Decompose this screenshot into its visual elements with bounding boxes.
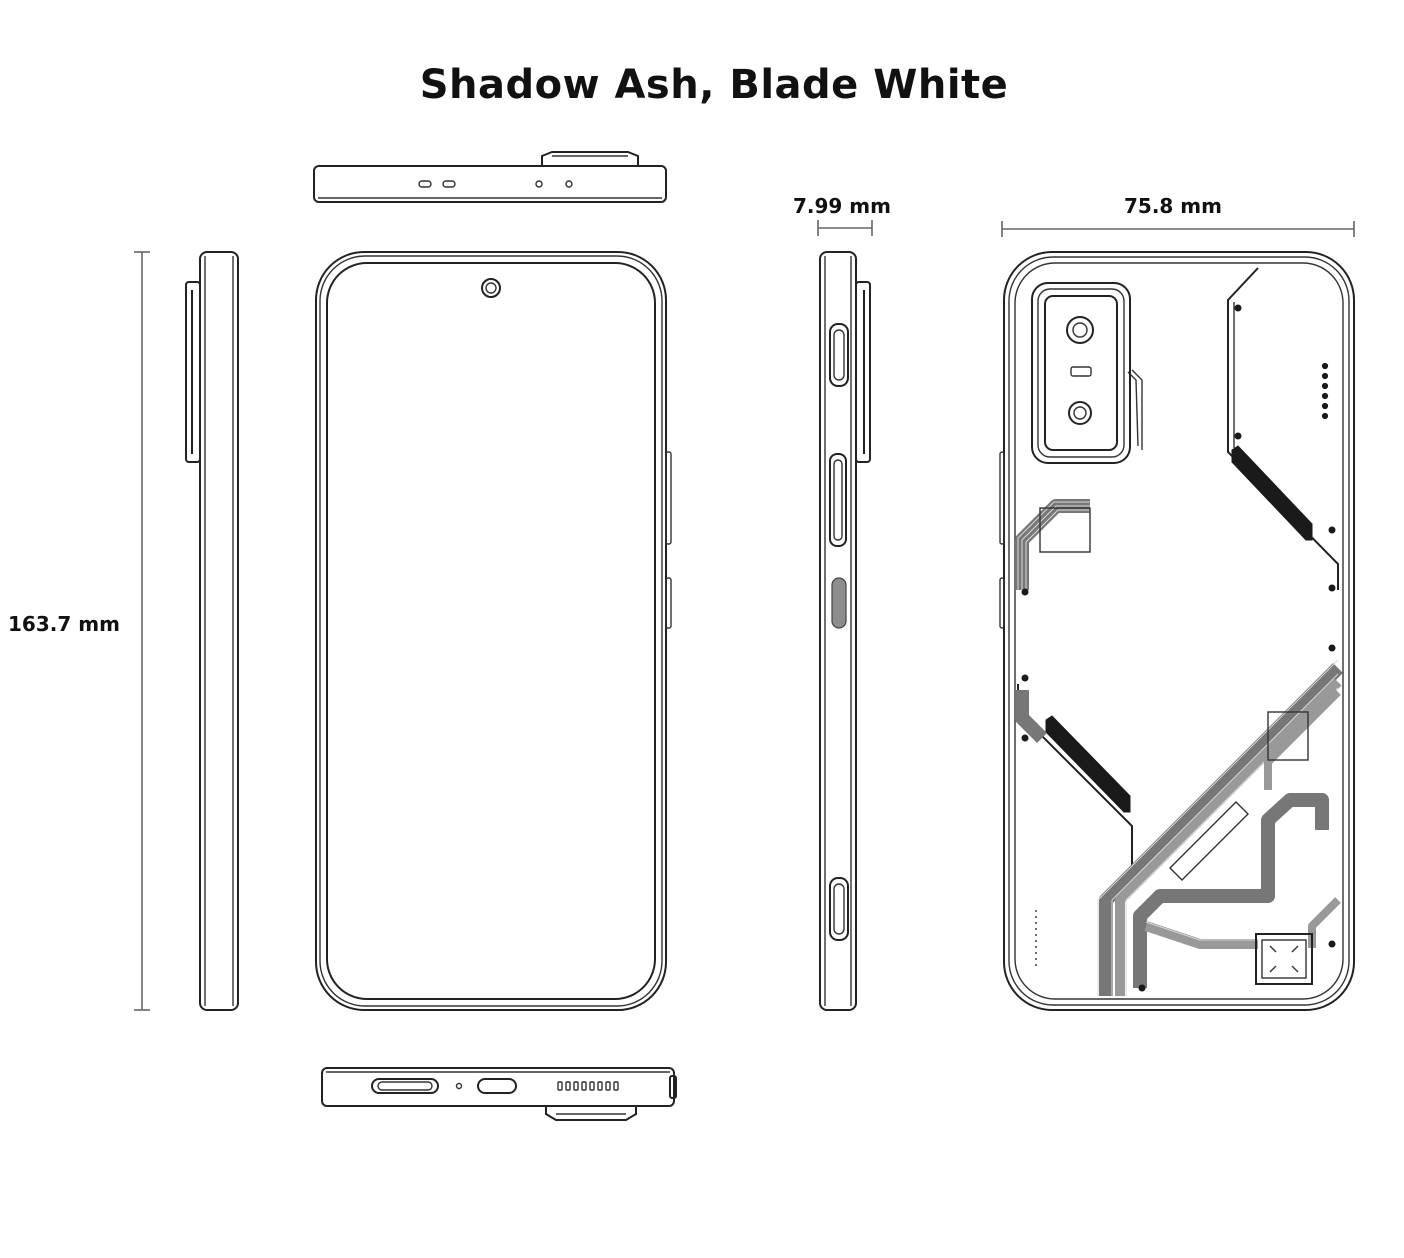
speaker-grille (557, 1081, 619, 1091)
phone-bottom-view (321, 1067, 677, 1121)
upper-right-panel (1227, 267, 1339, 592)
phone-front-view (315, 251, 672, 1011)
dot-grid (1321, 362, 1329, 420)
diagonal-band (1097, 659, 1343, 996)
phone-left-side-view (185, 251, 239, 1011)
phone-back-view (999, 251, 1355, 1011)
width-dimension-label: 75.8 mm (1124, 194, 1222, 218)
page-title: Shadow Ash, Blade White (419, 62, 1009, 108)
height-dimension-label: 163.7 mm (8, 612, 120, 636)
width-dimension-line (1001, 221, 1355, 237)
left-stripe-bundle (1015, 499, 1091, 596)
depth-dimension-label: 7.99 mm (793, 194, 891, 218)
phone-top-view (313, 151, 667, 203)
phone-right-side-view (819, 251, 871, 1011)
camera-module (1031, 282, 1143, 464)
lower-right-connector (1133, 644, 1341, 992)
left-middle-panel (1015, 674, 1133, 870)
depth-dimension-line (817, 220, 873, 236)
height-dimension-line (134, 251, 150, 1011)
